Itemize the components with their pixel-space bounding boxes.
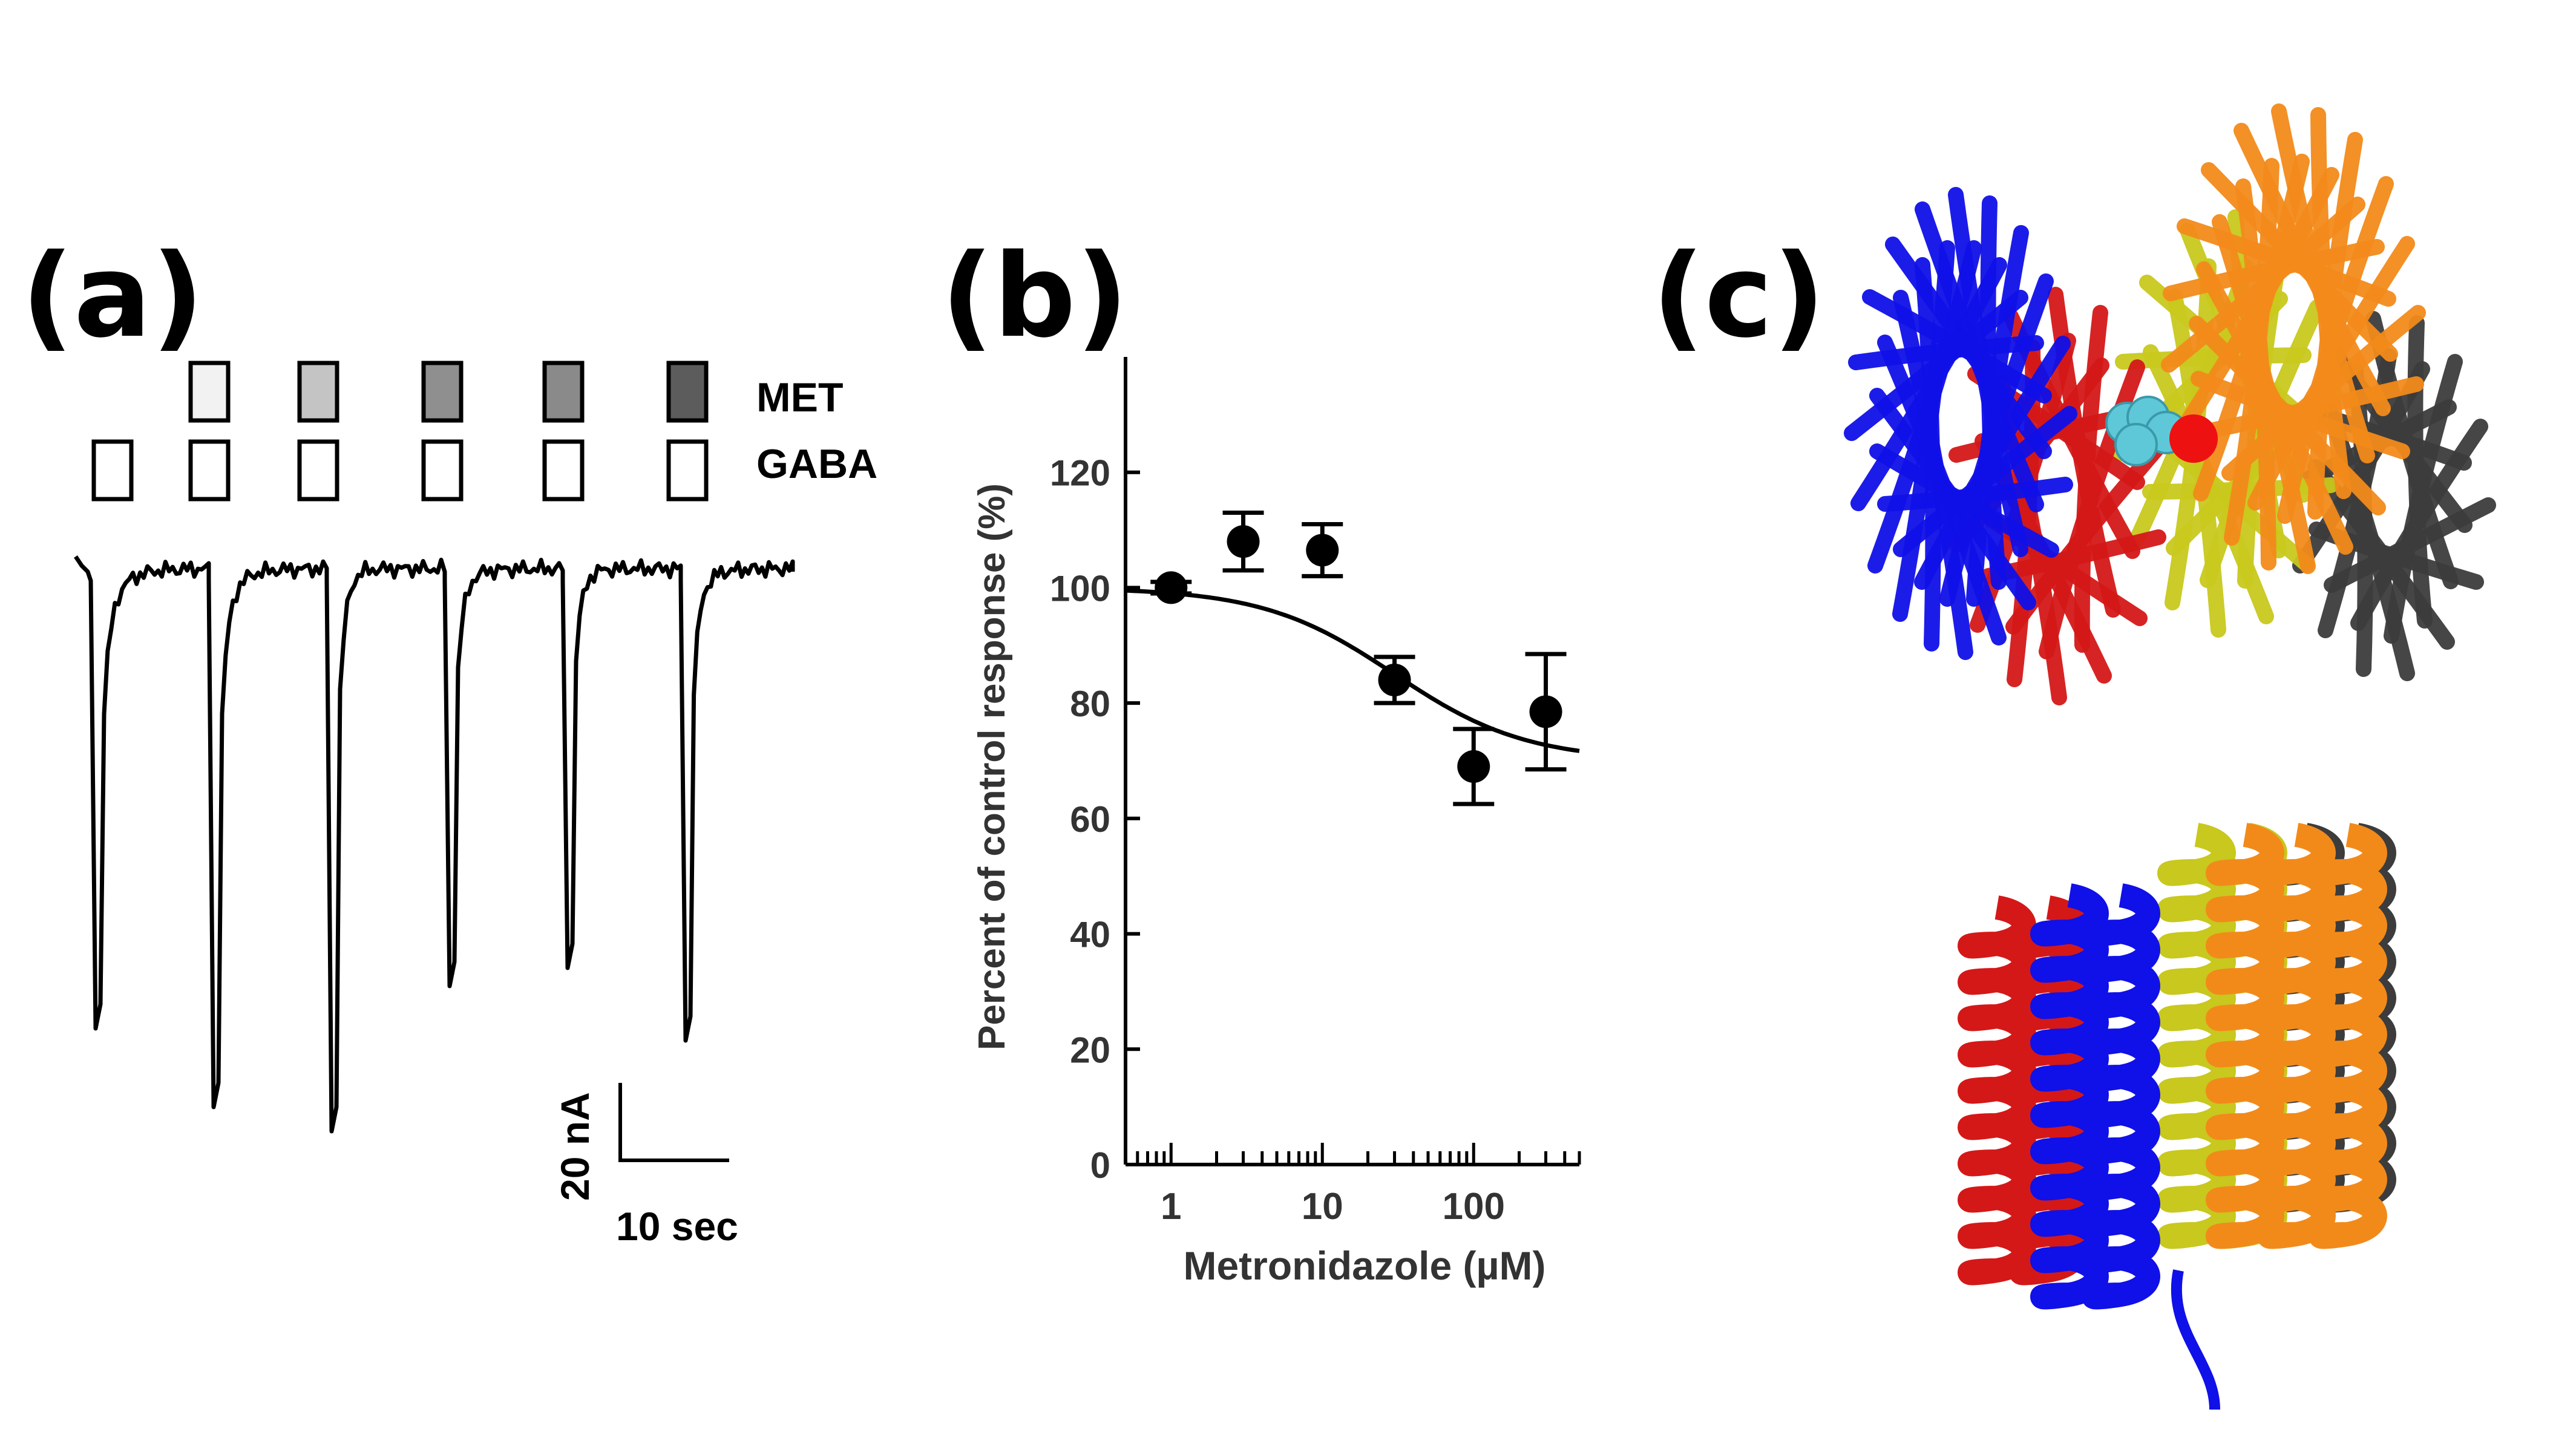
gaba-application-box [421, 439, 464, 502]
data-point [1529, 695, 1562, 728]
data-point [1227, 525, 1260, 558]
met-application-box [542, 361, 585, 423]
gaba-application-box [297, 439, 339, 502]
x-axis-label: Metronidazole (µM) [1184, 1243, 1546, 1288]
met-application-box [188, 361, 231, 423]
protein-ribbons [1844, 103, 2496, 1410]
panel-c-letter: (c) [1652, 229, 1826, 363]
met-application-box [297, 361, 339, 423]
met-application-bars [188, 361, 709, 423]
panel-a-letter: (a) [21, 229, 204, 363]
met-application-box [421, 361, 464, 423]
panel-b-letter: (b) [941, 229, 1129, 363]
x-tick-label: 1 [1161, 1186, 1181, 1227]
data-point [1155, 571, 1188, 604]
gaba-application-box [666, 439, 709, 502]
bound-ligand [2105, 396, 2218, 466]
gaba-application-box [542, 439, 585, 502]
scale-bar: 20 nA 10 sec [552, 1083, 738, 1249]
gaba-label: GABA [756, 441, 877, 487]
met-application-box [666, 361, 709, 423]
y-axis-label: Percent of control response (%) [971, 483, 1013, 1050]
subunit-orange-ecd [2161, 103, 2426, 574]
x-tick-label: 10 [1302, 1186, 1343, 1227]
y-tick-label: 0 [1090, 1145, 1110, 1186]
current-trace [74, 555, 795, 1134]
met-label: MET [756, 374, 844, 420]
subunit-orange-tmd [2206, 823, 2387, 1249]
panel-a: (a) MET GABA 20 nA 10 sec [0, 0, 877, 1438]
gaba-application-box [91, 439, 134, 502]
y-tick-label: 120 [1050, 453, 1110, 494]
data-point [1457, 750, 1490, 783]
panel-c: (c) [1634, 0, 2576, 1438]
subunit-blue-tmd [2030, 883, 2160, 1310]
subunit-blue-ecd [1844, 187, 2077, 660]
data-point [1378, 664, 1411, 696]
gaba-application-box [188, 439, 231, 502]
panel-a-svg: MET GABA 20 nA 10 sec [74, 361, 877, 1249]
y-tick-label: 100 [1050, 568, 1110, 609]
scale-bar-time-label: 10 sec [616, 1204, 738, 1249]
fit-curve [1125, 588, 1580, 753]
y-tick-label: 20 [1070, 1030, 1110, 1070]
gaba-application-bars [91, 439, 709, 502]
y-tick-label: 80 [1070, 684, 1110, 724]
y-tick-label: 60 [1070, 799, 1110, 840]
data-point [1306, 534, 1339, 567]
protein-structure-illustration [1844, 103, 2496, 1410]
y-tick-label: 40 [1070, 915, 1110, 955]
scale-bar-current-label: 20 nA [552, 1092, 597, 1201]
x-tick-label: 100 [1443, 1186, 1505, 1227]
